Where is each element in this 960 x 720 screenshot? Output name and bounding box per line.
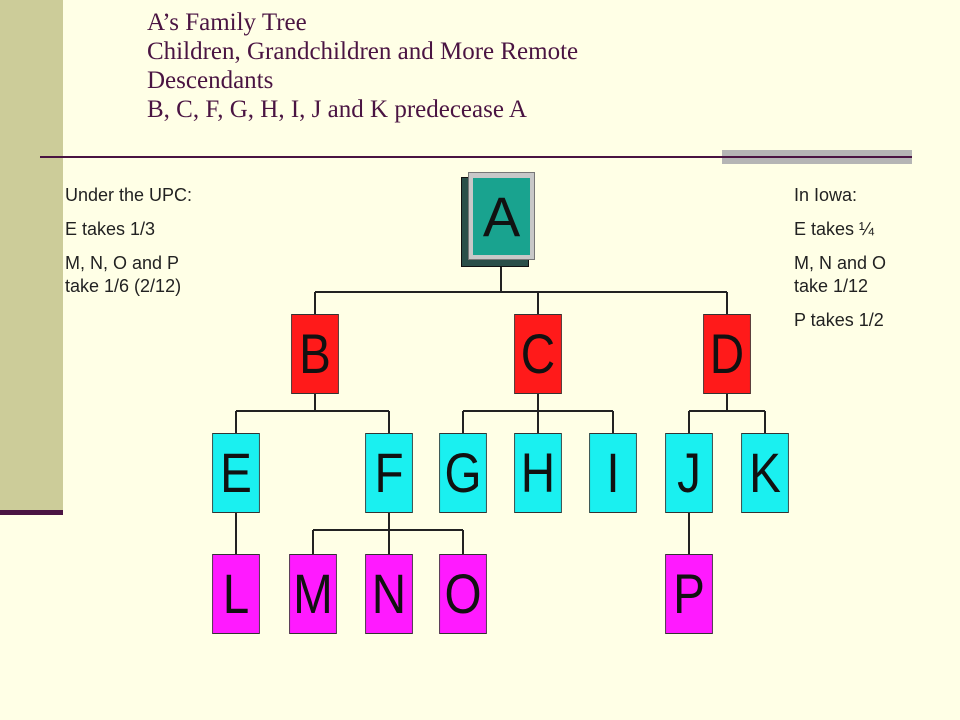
node-o: O [439, 554, 487, 634]
iowa-line-4: P takes 1/2 [794, 310, 884, 330]
node-m: M [289, 554, 337, 634]
title-rule [40, 156, 912, 158]
node-h: H [514, 433, 562, 513]
node-l: L [212, 554, 260, 634]
iowa-line-1: E takes ¼ [794, 219, 875, 239]
node-a-label: A [473, 177, 530, 255]
iowa-note: In Iowa: E takes ¼ M, N and O take 1/12 … [794, 184, 886, 332]
side-decoration-bar [0, 0, 63, 512]
node-f: F [365, 433, 413, 513]
node-b: B [291, 314, 339, 394]
upc-note: Under the UPC: E takes 1/3 M, N, O and P… [65, 184, 192, 298]
upc-line-1: E takes 1/3 [65, 219, 156, 239]
iowa-heading: In Iowa: [794, 185, 858, 205]
node-g: G [439, 433, 487, 513]
node-n: N [365, 554, 413, 634]
title-line-1: A’s Family Tree [147, 9, 307, 36]
node-d: D [703, 314, 751, 394]
title-line-2: Children, Grandchildren and More Remote [147, 38, 579, 65]
node-k: K [741, 433, 789, 513]
upc-line-3: take 1/6 (2/12) [65, 276, 182, 296]
iowa-line-2: M, N and O [794, 253, 887, 273]
upc-heading: Under the UPC: [65, 185, 193, 205]
node-i: I [589, 433, 637, 513]
node-j: J [665, 433, 713, 513]
node-e: E [212, 433, 260, 513]
side-decoration-foot [0, 510, 63, 515]
iowa-line-3: take 1/12 [794, 276, 869, 296]
node-p: P [665, 554, 713, 634]
node-c: C [514, 314, 562, 394]
slide-title: A’s Family Tree Children, Grandchildren … [147, 8, 907, 124]
upc-line-2: M, N, O and P [65, 253, 180, 273]
title-line-3: Descendants [147, 67, 274, 94]
node-a: A [461, 172, 535, 268]
title-line-4: B, C, F, G, H, I, J and K predecease A [147, 96, 527, 123]
